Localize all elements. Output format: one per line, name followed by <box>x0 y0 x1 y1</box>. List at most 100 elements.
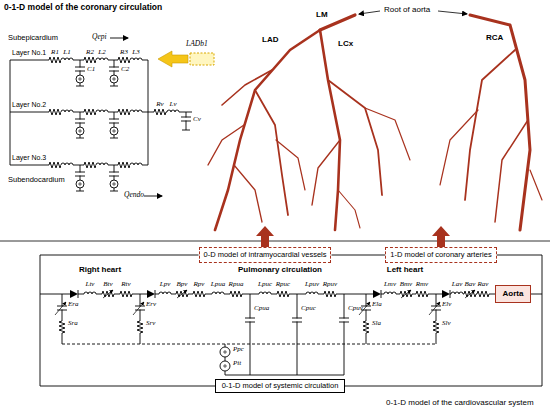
plus-sign <box>80 182 81 186</box>
resistor-symbol <box>154 109 166 115</box>
ground-tick <box>110 191 118 192</box>
resistor-symbol <box>84 162 96 168</box>
wire-gap <box>96 57 108 63</box>
wire-gap <box>96 162 108 168</box>
branch <box>234 165 262 222</box>
component-label: Subepicardium <box>8 34 58 42</box>
component-label: Ela <box>372 301 382 308</box>
component-label: Era <box>68 301 79 308</box>
component-label: Layer No.2 <box>12 101 46 108</box>
capacitor-plate <box>109 67 119 68</box>
inductor-symbol <box>130 58 142 60</box>
component-label: Lav <box>452 281 463 288</box>
wire-gap <box>339 319 349 322</box>
component-label: Subendocardium <box>8 176 65 184</box>
inductor-symbol <box>306 292 318 294</box>
frame-line <box>542 255 543 294</box>
lad-artery <box>215 30 320 230</box>
inductor-symbol <box>84 292 96 294</box>
bus <box>10 60 11 165</box>
inductor-symbol <box>130 163 142 165</box>
wire-gap <box>49 161 61 169</box>
wire-gap <box>362 321 370 333</box>
flow-arrow <box>144 196 162 197</box>
resistor-symbol <box>49 109 61 115</box>
component-label: Ppc <box>233 346 244 353</box>
branch <box>495 120 528 222</box>
wire <box>436 294 437 344</box>
branch <box>328 80 382 195</box>
pressure-source <box>76 75 84 83</box>
inductor-symbol <box>159 292 171 294</box>
branch <box>255 90 288 215</box>
wire-gap <box>324 290 336 298</box>
wire-gap <box>118 161 130 169</box>
wire-gap <box>61 57 73 63</box>
wire-gap <box>464 290 476 298</box>
resistor-symbol <box>400 291 412 297</box>
flow-arrow <box>110 38 128 39</box>
wire-gap <box>61 109 73 115</box>
plus-sign <box>114 182 115 186</box>
branch <box>465 50 515 200</box>
elastance-arrow <box>133 302 144 315</box>
inductor-symbol <box>61 163 73 165</box>
inductor-symbol <box>61 110 73 112</box>
component-label: Root of aorta <box>384 6 430 14</box>
plus-sign <box>225 364 226 368</box>
resistor-symbol <box>230 291 242 297</box>
section-heading: RCA <box>486 34 503 42</box>
model-box: 1-D model of coronary arteries <box>385 247 496 263</box>
model-box: 0-1-D model of systemic circulation <box>215 379 345 393</box>
branch <box>338 190 360 228</box>
wire-gap <box>75 120 85 123</box>
resistor-symbol <box>324 291 336 297</box>
component-label: Btv <box>103 281 112 288</box>
capacitor-plate <box>339 318 349 319</box>
wire-gap <box>193 290 205 298</box>
component-label: Lmv <box>384 281 396 288</box>
wire-gap <box>96 109 108 115</box>
component-label: Lv <box>170 101 177 108</box>
component-label: Rpuv <box>323 281 337 288</box>
component-label: Rpv <box>194 281 205 288</box>
branch <box>440 110 478 185</box>
resistor-symbol <box>84 57 96 63</box>
wire-gap <box>109 120 119 123</box>
frame-line <box>497 255 542 256</box>
aorta-box: Aorta <box>495 285 531 303</box>
resistor-symbol <box>59 321 65 333</box>
resistor-symbol <box>416 291 428 297</box>
resistor-symbol <box>363 321 369 333</box>
wire-gap <box>75 173 85 176</box>
rca-artery <box>470 15 530 230</box>
inductor-symbol <box>259 292 271 294</box>
capacitor-plate <box>109 176 119 177</box>
ground-tick <box>76 86 84 87</box>
component-label: LADb1 <box>186 40 208 48</box>
intrathoracic-line <box>225 375 344 376</box>
frame-line <box>40 255 41 386</box>
component-label: Ltv <box>86 281 95 288</box>
plus-sign <box>80 129 81 133</box>
yellow-arrow <box>158 51 188 67</box>
component-label: Lpua <box>211 281 225 288</box>
inductor-symbol <box>61 58 73 60</box>
pressure-source <box>110 127 118 135</box>
component-label: Rv <box>156 101 163 108</box>
component-label: Lpv <box>160 281 171 288</box>
component-label: 0-1-D model of the cardiovascular system <box>386 399 534 407</box>
section-heading: Pulmonary circulation <box>238 266 322 274</box>
wire-gap <box>306 291 318 297</box>
component-label: Qepi <box>92 33 107 41</box>
plus-sign <box>114 129 115 133</box>
diode-symbol <box>70 290 78 298</box>
branch <box>312 140 340 205</box>
wire-gap <box>292 319 302 322</box>
connector <box>345 294 542 386</box>
diode-symbol <box>147 290 155 298</box>
component-label: Erv <box>146 301 156 308</box>
ground-tick <box>110 138 118 139</box>
